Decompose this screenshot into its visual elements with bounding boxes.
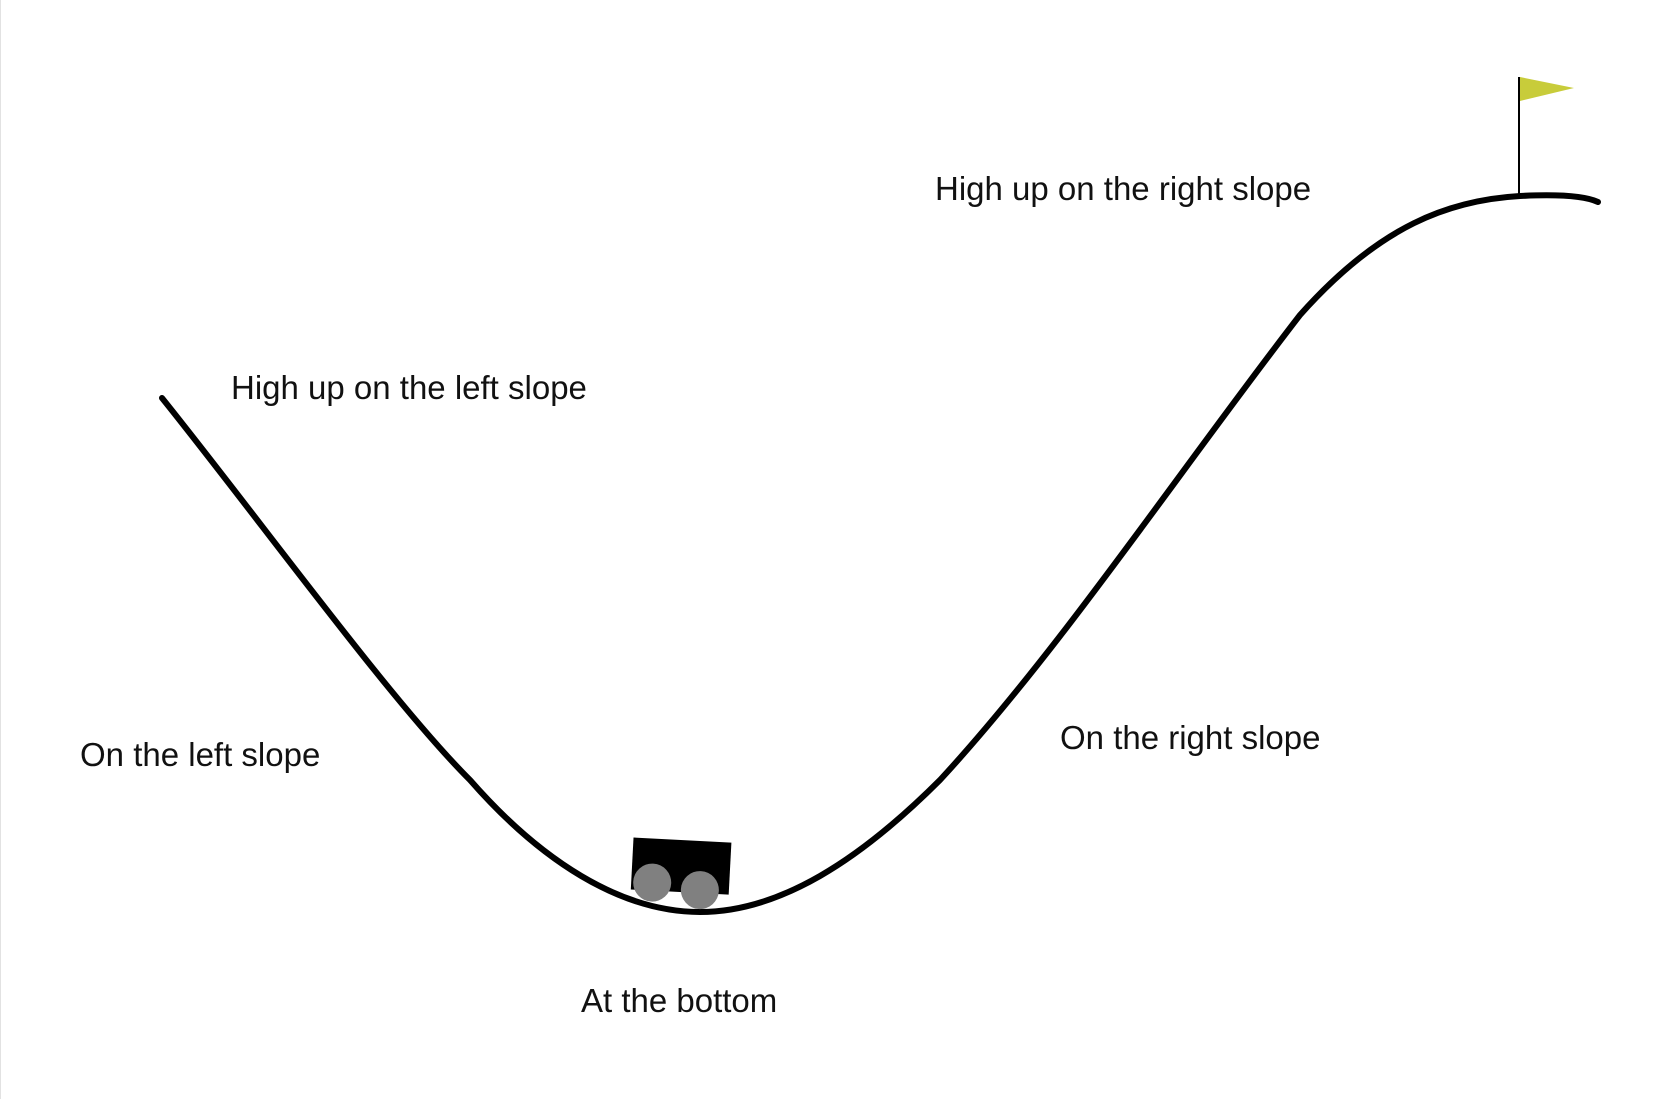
label-high-right: High up on the right slope bbox=[935, 170, 1312, 207]
cart-wheel-left bbox=[633, 863, 672, 902]
label-bottom: At the bottom bbox=[581, 982, 778, 1019]
label-left-slope: On the left slope bbox=[80, 736, 321, 773]
cart-icon bbox=[630, 837, 732, 910]
goal-flag-icon bbox=[1518, 77, 1574, 196]
valley-track bbox=[159, 192, 1601, 915]
flag-cloth bbox=[1520, 77, 1574, 101]
frame-left-edge bbox=[0, 0, 1, 1099]
label-right-slope: On the right slope bbox=[1060, 719, 1321, 756]
cart-wheel-right bbox=[680, 871, 719, 910]
label-high-left: High up on the left slope bbox=[231, 369, 587, 406]
